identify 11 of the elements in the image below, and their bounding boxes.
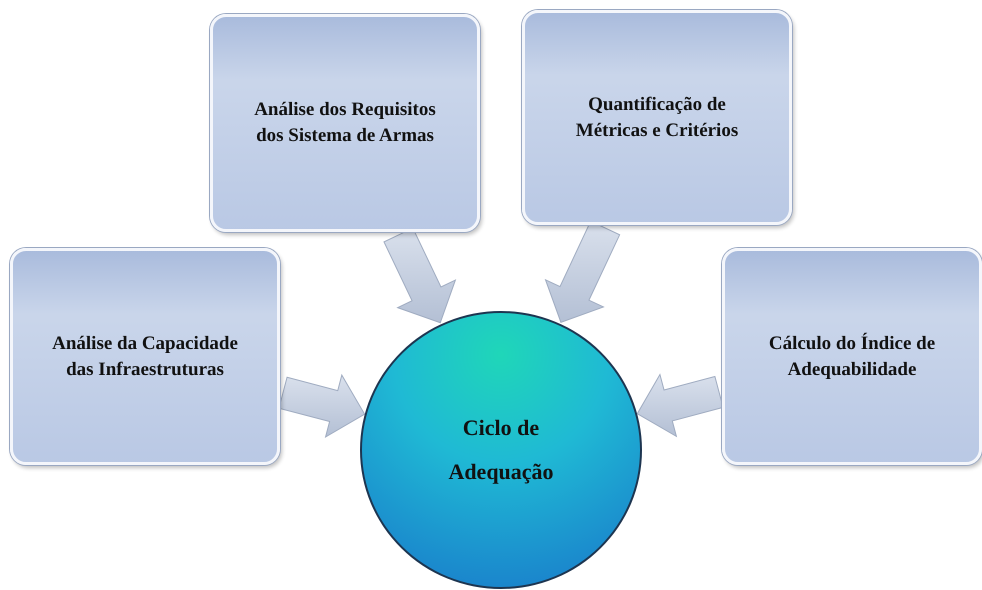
process-box [210,14,480,232]
process-box [522,10,792,225]
process-box [722,248,982,465]
block-arrow [278,374,366,438]
node-label: Quantificação de Métricas e Critérios [574,92,740,142]
node-label: Ciclo de Adequação [447,414,555,486]
block-arrow [636,373,724,438]
node-label: Análise dos Requisitos dos Sistema de Armas [253,98,437,148]
node-label: Análise da Capacidade das Infraestruturas [51,332,239,382]
process-box [10,248,280,465]
node-label: Cálculo do Índice de Adequabilidade [768,332,936,382]
